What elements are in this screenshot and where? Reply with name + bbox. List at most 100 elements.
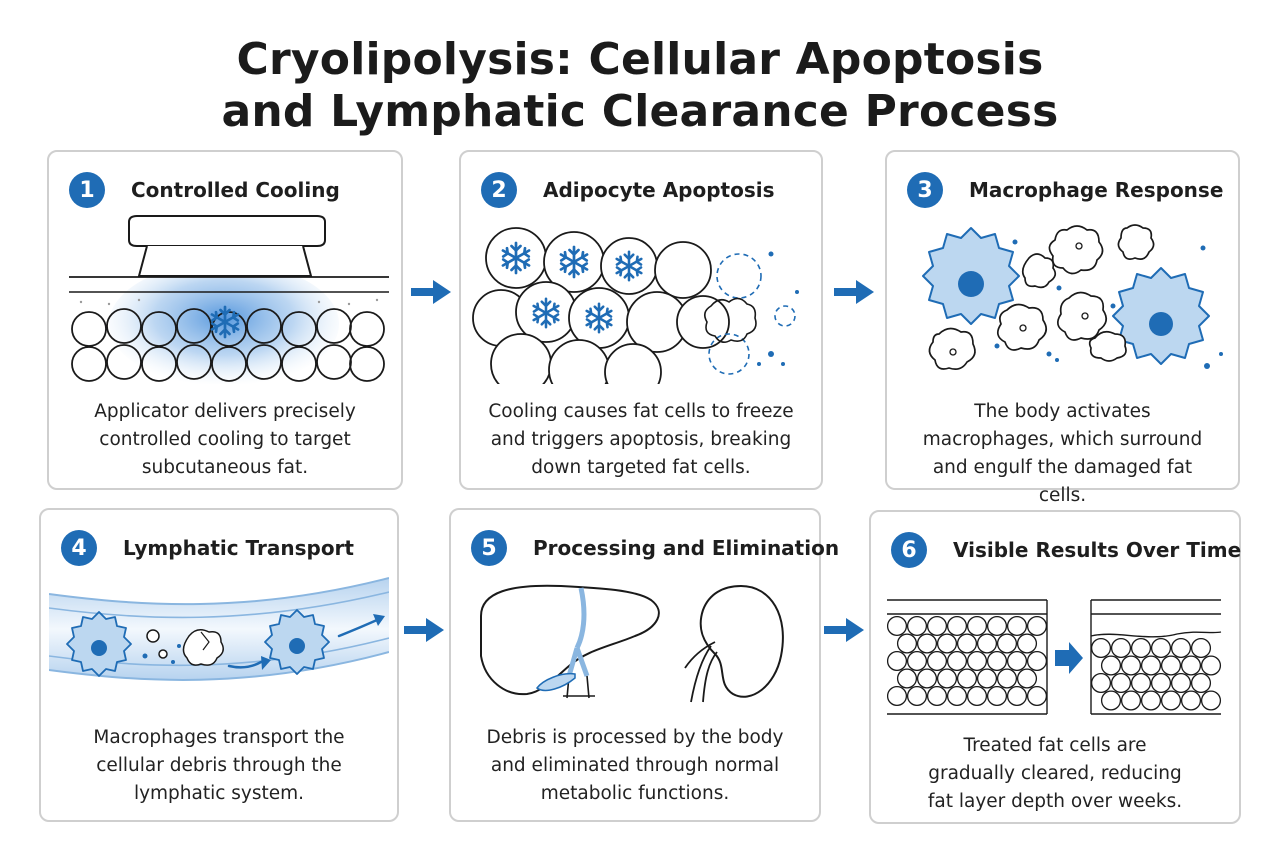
fat-cell xyxy=(1130,637,1152,659)
kidney-icon xyxy=(684,584,784,703)
lymph-vessel-icon xyxy=(49,577,389,681)
step-description-5: Debris is processed by the body and elim… xyxy=(486,727,784,804)
step-title-6: Visible Results Over Time xyxy=(953,538,1242,562)
fat-cell xyxy=(946,685,968,707)
arrow-right-icon xyxy=(824,618,864,642)
fat-cell xyxy=(936,668,958,689)
fat-cell xyxy=(1200,655,1222,676)
step-description-3: The body activates macrophages, which su… xyxy=(922,401,1203,506)
step-description-4: Macrophages transport the cellular debri… xyxy=(93,727,345,804)
fat-cell xyxy=(946,650,968,672)
fat-cell xyxy=(986,615,1008,637)
step-title-3: Macrophage Response xyxy=(969,178,1224,202)
step-number-badge-2: 2 xyxy=(481,172,517,208)
fat-cell xyxy=(1150,672,1172,694)
fat-cell xyxy=(1006,685,1028,707)
fat-cell xyxy=(1130,672,1152,694)
fat-cell xyxy=(1170,637,1192,659)
fat-cell xyxy=(1026,685,1048,707)
fat-cell xyxy=(1090,672,1112,694)
fat-cell xyxy=(1016,633,1038,654)
step-header-1: 1 Controlled Cooling xyxy=(69,172,391,208)
step-card-2: 2 Adipocyte Apoptosis Cooling causes fat… xyxy=(459,150,823,490)
fat-cell xyxy=(1160,690,1182,711)
fat-cell xyxy=(1120,690,1142,711)
fat-cell xyxy=(926,650,948,672)
step-number-badge-4: 4 xyxy=(61,530,97,566)
fat-cell xyxy=(1110,672,1132,694)
fat-cell xyxy=(966,685,988,707)
fat-cell xyxy=(916,633,938,654)
fat-cell xyxy=(906,615,928,637)
step-header-6: 6 Visible Results Over Time xyxy=(891,532,1241,568)
fat-cell xyxy=(926,685,948,707)
liver-kidney-icon xyxy=(480,584,784,703)
arrow-right-icon xyxy=(411,280,451,304)
fat-cell xyxy=(976,633,998,654)
fat-cell xyxy=(887,615,908,637)
fat-cell xyxy=(887,650,908,672)
macrophage-right-small xyxy=(264,609,330,675)
fat-cell xyxy=(956,633,978,654)
arrow-right-icon xyxy=(404,618,444,642)
step-title-2: Adipocyte Apoptosis xyxy=(543,178,775,202)
fat-cell xyxy=(1026,615,1048,637)
fat-cell xyxy=(986,650,1008,672)
macrophage-left xyxy=(922,227,1020,325)
step-card-3: 3 Macrophage Response The body xyxy=(885,150,1240,506)
step-card-5: 5 Processing and Elimination Debris is p… xyxy=(449,508,839,822)
fat-cell xyxy=(896,668,918,689)
fat-cell xyxy=(906,650,928,672)
before-fat-layer xyxy=(887,599,1048,715)
step-number-badge-6: 6 xyxy=(891,532,927,568)
frozen-fat-cells-icon xyxy=(472,227,799,384)
step-title-1: Controlled Cooling xyxy=(131,178,340,202)
fat-cell xyxy=(1190,672,1212,694)
step-header-5: 5 Processing and Elimination xyxy=(471,530,839,566)
step-description-1: Applicator delivers precisely controlled… xyxy=(94,401,356,478)
step-number-badge-1: 1 xyxy=(69,172,105,208)
fat-cell xyxy=(1140,655,1162,676)
macrophage-right xyxy=(1112,267,1210,365)
fat-cell xyxy=(976,668,998,689)
fat-cell xyxy=(1110,637,1132,659)
title-line-1: Cryolipolysis: Cellular Apoptosis xyxy=(236,34,1044,85)
step-title-5: Processing and Elimination xyxy=(533,536,840,560)
after-fat-layer xyxy=(1090,599,1222,715)
macrophage-icon xyxy=(922,224,1223,370)
step-number-badge-3: 3 xyxy=(907,172,943,208)
step-header-2: 2 Adipocyte Apoptosis xyxy=(481,172,811,208)
fat-cell xyxy=(1090,637,1112,659)
fat-cell xyxy=(966,650,988,672)
step-header-4: 4 Lymphatic Transport xyxy=(61,530,387,566)
fat-cell xyxy=(966,615,988,637)
step-title-4: Lymphatic Transport xyxy=(123,536,354,560)
fat-cell xyxy=(986,685,1008,707)
fat-cell xyxy=(1150,637,1172,659)
fat-cell xyxy=(936,633,958,654)
fat-cell xyxy=(1026,650,1048,672)
fat-cell xyxy=(906,685,928,707)
fat-cell xyxy=(956,668,978,689)
fat-cell xyxy=(1006,650,1028,672)
macrophage-left-small xyxy=(66,611,132,677)
fat-cell xyxy=(926,615,948,637)
fat-cell xyxy=(1100,690,1122,711)
page-title: Cryolipolysis: Cellular Apoptosis and Ly… xyxy=(0,34,1280,138)
step-card-4: 4 Lymphatic Transport Mac xyxy=(39,508,399,822)
fat-cell xyxy=(1180,690,1202,711)
step-number-badge-5: 5 xyxy=(471,530,507,566)
step-header-3: 3 Macrophage Response xyxy=(907,172,1228,208)
fat-cell xyxy=(1140,690,1162,711)
fat-cell xyxy=(1120,655,1142,676)
fat-cell xyxy=(1170,672,1192,694)
liver-icon xyxy=(480,584,660,699)
cooling-applicator xyxy=(128,215,326,277)
title-line-2: and Lymphatic Clearance Process xyxy=(221,86,1059,137)
fat-layer-comparison-icon xyxy=(887,599,1222,715)
fat-cell-row xyxy=(71,308,385,382)
fat-cell xyxy=(1190,637,1212,659)
fat-cell xyxy=(1200,690,1222,711)
fat-cell xyxy=(1100,655,1122,676)
fat-cell xyxy=(1006,615,1028,637)
